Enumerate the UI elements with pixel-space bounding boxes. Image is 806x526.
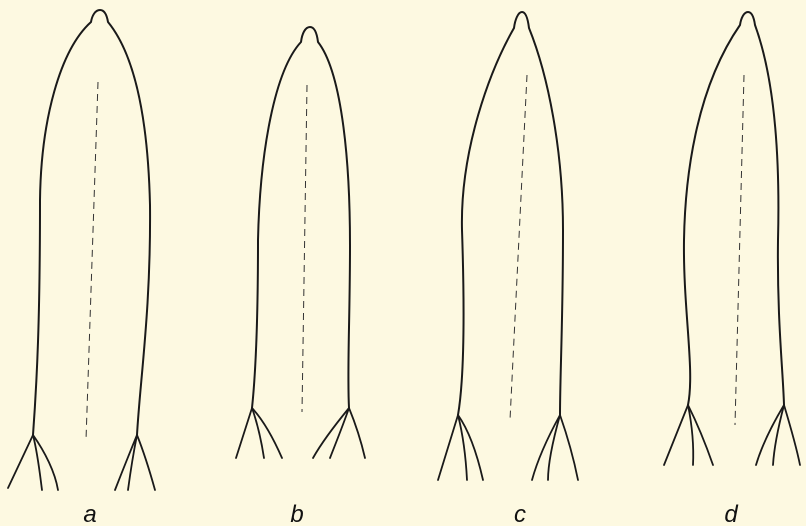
roots-left-a <box>8 435 58 490</box>
outline-b <box>252 27 350 408</box>
outline-a <box>33 10 150 435</box>
panel-c: c <box>438 12 578 526</box>
roots-left-d <box>664 405 713 465</box>
roots-right-c <box>532 415 578 480</box>
outline-d <box>684 12 784 405</box>
panel-label-c: c <box>514 501 526 526</box>
panel-b: b <box>236 27 365 526</box>
midline-c <box>510 75 527 420</box>
outline-c <box>458 12 563 415</box>
midline-a <box>86 82 98 440</box>
panel-a: a <box>8 10 155 526</box>
midline-b <box>302 85 307 412</box>
panel-d: d <box>664 12 800 526</box>
panel-label-b: b <box>290 501 303 526</box>
panel-label-a: a <box>83 501 96 526</box>
roots-right-d <box>756 405 800 465</box>
roots-right-a <box>115 435 155 490</box>
panel-label-d: d <box>724 501 738 526</box>
roots-left-b <box>236 408 282 458</box>
midline-d <box>735 75 744 425</box>
roots-left-c <box>438 415 483 480</box>
roots-right-b <box>313 408 365 458</box>
